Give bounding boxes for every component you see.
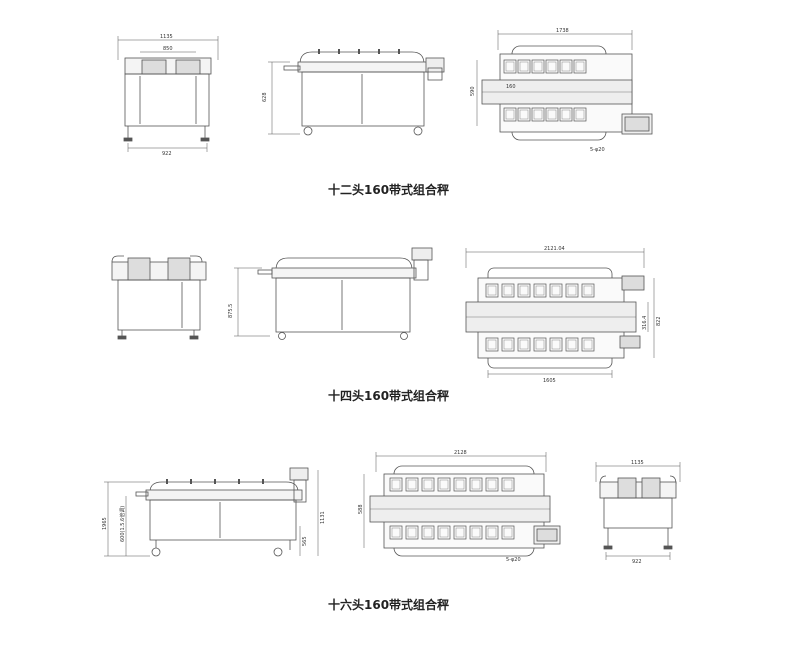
- dim-r1-top-length: 1738: [556, 28, 569, 34]
- dim-r1-top-width: 590: [470, 86, 476, 96]
- side-view-14-head: [234, 247, 433, 340]
- front-view-14-head: [111, 255, 207, 340]
- caption-14-head: 十四头160带式组合秤: [328, 389, 450, 403]
- front-view-12-head: [117, 36, 219, 152]
- caption-16-head: 十六头160带式组合秤: [328, 598, 450, 612]
- dim-r1-top-pitch: 5-φ20: [590, 147, 605, 153]
- dim-r1-front-inner: 850: [163, 46, 173, 52]
- top-view-12-head: [476, 30, 653, 141]
- dim-r3-front-base: 922: [632, 559, 642, 565]
- dim-r3-side-right: 1131: [320, 511, 326, 524]
- dim-r3-side-height2: 600(1.5.6倍调): [119, 506, 126, 542]
- dim-r1-front-base: 922: [162, 151, 172, 157]
- dim-r2-top-base: 1605: [543, 378, 556, 384]
- side-view-16-head: [104, 467, 319, 557]
- dim-r1-side-height: 628: [262, 92, 268, 102]
- dim-r2-top-inner: 316.4: [642, 316, 648, 330]
- dim-r2-side-height: 875.5: [228, 304, 234, 318]
- dim-r1-top-inner: 160: [506, 84, 516, 90]
- dim-r1-front-width: 1135: [160, 34, 173, 40]
- dim-r3-top-pitch: 5-φ20: [506, 557, 521, 563]
- dim-r3-side-height: 1965: [102, 517, 108, 530]
- side-view-12-head-posts: [318, 49, 400, 54]
- side-view-16-head-posts: [166, 479, 264, 484]
- caption-12-head: 十二头160带式组合秤: [328, 183, 450, 197]
- dim-r2-top-length: 2121.04: [544, 246, 565, 252]
- dim-r3-side-low: 565: [302, 536, 308, 546]
- top-view-16-head: [363, 452, 561, 557]
- front-view-16-head: [595, 462, 681, 560]
- dim-r2-top-width: 822: [656, 316, 662, 326]
- top-view-14-head: [465, 248, 655, 378]
- side-view-12-head: [268, 51, 445, 136]
- dim-r3-front-width: 1135: [631, 460, 644, 466]
- dim-r3-top-length: 2128: [454, 450, 467, 456]
- dim-r3-top-width: 588: [358, 504, 364, 514]
